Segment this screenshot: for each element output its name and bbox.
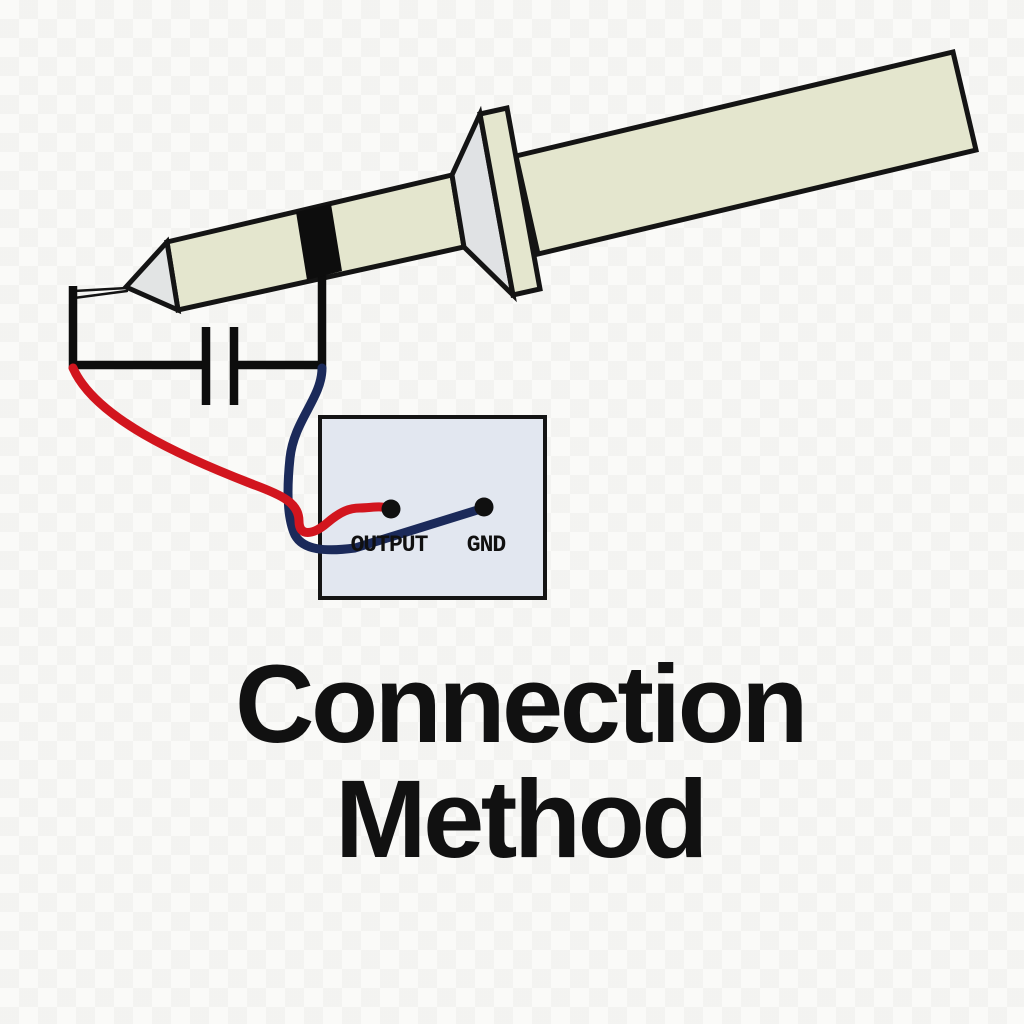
gnd-label: GND (467, 532, 506, 558)
probe-collar (477, 104, 543, 299)
gnd-pad (474, 497, 494, 517)
page-title-line-1: Connection (235, 643, 808, 766)
page-title-line-2: Method (334, 758, 709, 881)
probe-barrel (513, 48, 980, 258)
probe-attenuation-band (296, 204, 342, 280)
output-label: OUTPUT (351, 532, 429, 558)
output-pad (381, 499, 401, 519)
capacitor-circuit (68, 268, 327, 405)
probe-needle (72, 286, 129, 300)
probe-tip-cone (121, 236, 182, 315)
page-title: Connection Method (8, 647, 1024, 877)
signal-wire (68, 363, 396, 537)
